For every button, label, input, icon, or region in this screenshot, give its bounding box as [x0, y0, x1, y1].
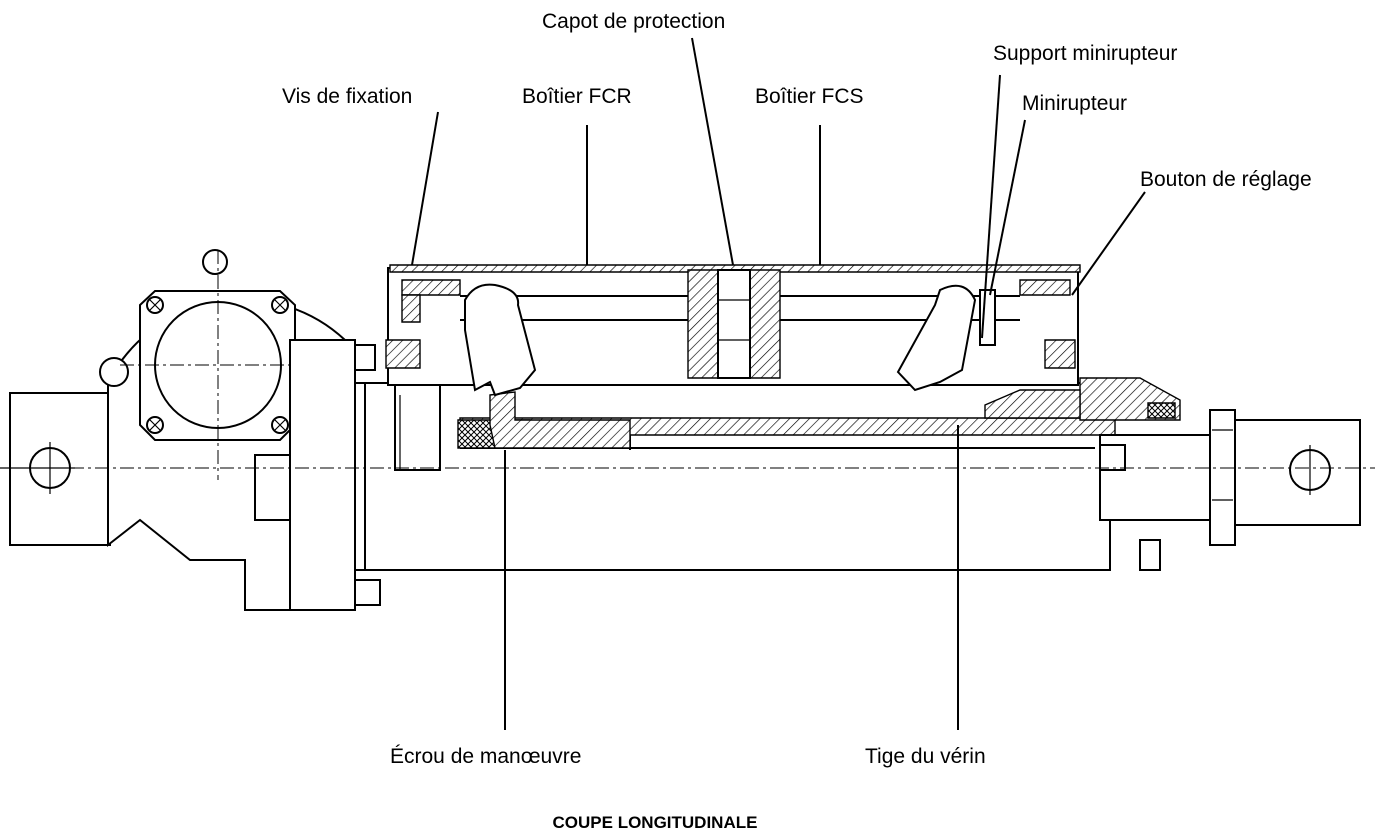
flange	[99, 249, 381, 611]
leader-vis	[411, 111, 439, 266]
switch-housing	[385, 264, 1081, 397]
leader-bouton	[1071, 191, 1146, 296]
label-vis: Vis de fixation	[282, 85, 412, 108]
label-ecrou: Écrou de manœuvre	[390, 745, 581, 768]
cylinder-body	[20, 377, 1375, 571]
label-fcr: Boîtier FCR	[522, 85, 632, 108]
label-support: Support minirupteur	[993, 42, 1177, 65]
left-clevis	[0, 392, 111, 546]
leader-capot	[691, 37, 734, 266]
leader-support	[981, 74, 1001, 339]
leader-lines	[411, 37, 1146, 730]
label-fcs: Boîtier FCS	[755, 85, 864, 108]
label-minirupteur: Minirupteur	[1022, 92, 1127, 115]
label-capot: Capot de protection	[542, 10, 725, 33]
label-tige: Tige du vérin	[865, 745, 986, 768]
caption: COUPE LONGITUDINALE	[553, 813, 758, 832]
leader-minirupteur	[989, 119, 1026, 296]
label-bouton: Bouton de réglage	[1140, 168, 1312, 191]
